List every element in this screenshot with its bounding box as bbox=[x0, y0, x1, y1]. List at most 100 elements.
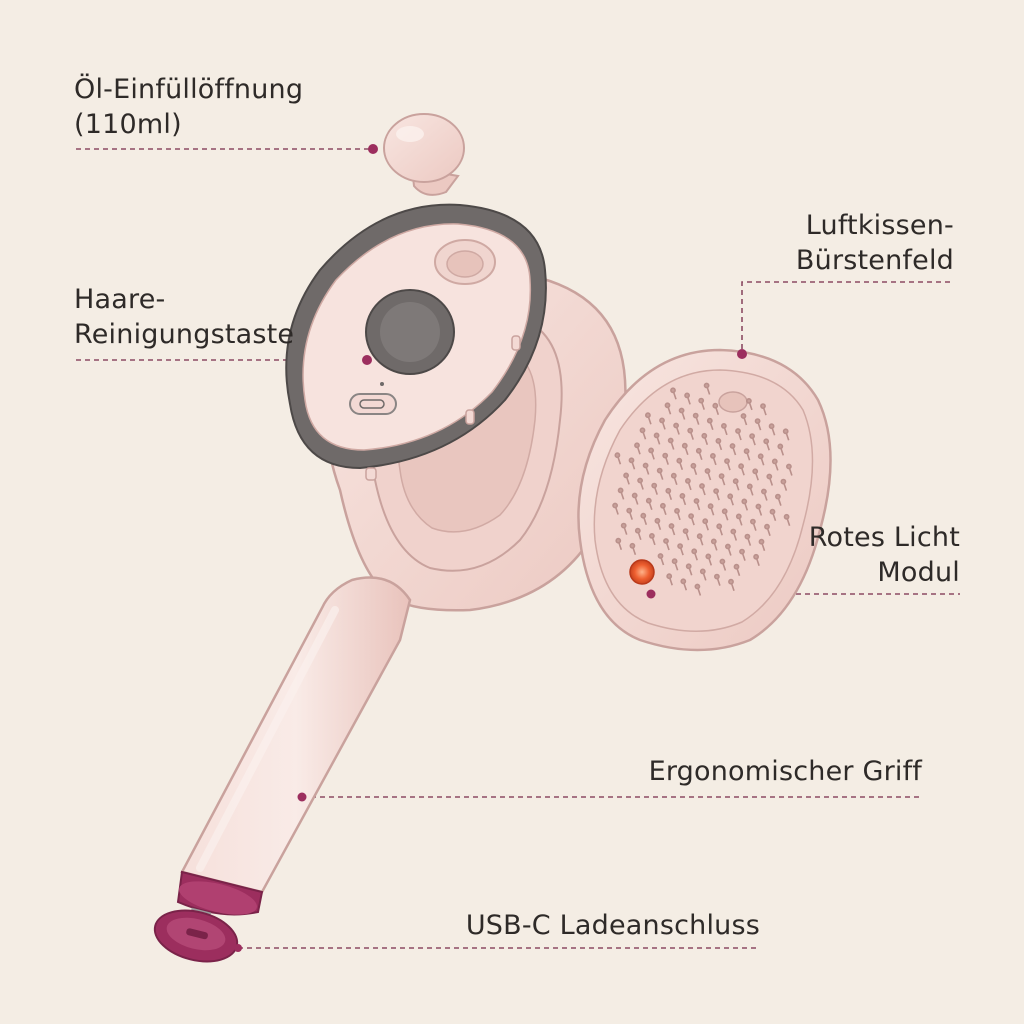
bristle-pad bbox=[577, 348, 832, 652]
bristle-tip bbox=[710, 452, 716, 459]
bristle-tip bbox=[653, 432, 660, 439]
bristle-tip bbox=[696, 533, 703, 540]
bristle-tip bbox=[754, 418, 761, 424]
bristle-tip bbox=[707, 503, 714, 510]
bristle-tip bbox=[671, 558, 678, 565]
bristle-tip bbox=[769, 508, 776, 515]
bristle-tip bbox=[760, 403, 766, 409]
bristle-tip bbox=[743, 448, 750, 455]
bristle-tip bbox=[662, 452, 669, 459]
bristle-tip bbox=[668, 523, 675, 529]
label-oil-inlet-line2: (110ml) bbox=[74, 109, 182, 140]
oil-cap bbox=[383, 113, 465, 196]
bristle-tip bbox=[645, 497, 652, 504]
bristle-tip bbox=[721, 422, 727, 429]
bristle-tip bbox=[730, 528, 737, 535]
bristle-tip bbox=[741, 498, 748, 505]
bristle-tip bbox=[750, 518, 756, 525]
label-hair-clean: Haare- Reinigungstaste bbox=[74, 282, 294, 352]
bristle-tip bbox=[761, 488, 767, 495]
bristle-tip bbox=[656, 467, 663, 474]
bristle-tip bbox=[674, 507, 680, 514]
bristle-tip bbox=[735, 428, 741, 434]
bristle-tip bbox=[688, 513, 694, 519]
bristle-tip bbox=[685, 477, 691, 484]
bristle-tip bbox=[676, 457, 683, 464]
bristle-tip bbox=[687, 427, 694, 434]
bristle-tip bbox=[673, 422, 679, 429]
bristle-tip bbox=[693, 498, 700, 504]
leader-cushion bbox=[741, 281, 950, 352]
bristle-tip bbox=[698, 397, 705, 404]
bristle-tip bbox=[663, 538, 669, 544]
usb-cap bbox=[153, 907, 242, 963]
bristle-tip bbox=[766, 473, 773, 480]
label-usb: USB-C Ladeanschluss bbox=[466, 908, 760, 943]
label-oil-inlet-line1: Öl-Einfüllöffnung bbox=[74, 74, 304, 105]
grip-marker bbox=[297, 792, 307, 802]
bristle-tip bbox=[701, 432, 708, 439]
label-red-light-line1: Rotes Licht bbox=[808, 522, 960, 553]
label-cushion-line2: Bürstenfeld bbox=[795, 245, 954, 276]
bristle-tip bbox=[631, 492, 638, 499]
bristle-tip bbox=[739, 548, 745, 555]
bristle-tip bbox=[667, 437, 674, 444]
bristle-tip bbox=[738, 463, 744, 470]
bristle-tip bbox=[679, 492, 686, 499]
bristle-tip bbox=[714, 573, 720, 580]
bristle-tip bbox=[746, 483, 753, 490]
bristle-tip bbox=[744, 533, 751, 540]
bristle-tip bbox=[764, 523, 770, 530]
bristle-tip bbox=[649, 533, 655, 539]
bristle-tip bbox=[719, 558, 726, 565]
bristle-tip bbox=[612, 502, 618, 509]
bristle-tip bbox=[775, 493, 781, 500]
bristle-tip bbox=[614, 452, 621, 459]
bristle-tip bbox=[780, 478, 787, 485]
bristle-tip bbox=[694, 583, 701, 590]
bristles bbox=[612, 382, 793, 596]
bristle-tip bbox=[758, 538, 765, 545]
bristle-tip bbox=[725, 543, 731, 550]
bristle-tip bbox=[659, 417, 665, 424]
bristle-tip bbox=[677, 543, 683, 549]
label-cushion-line1: Luftkissen- bbox=[805, 210, 954, 241]
red-light-module bbox=[629, 559, 655, 585]
bristle-tip bbox=[666, 573, 673, 580]
bristle-tip bbox=[712, 402, 719, 409]
bristle-tip bbox=[682, 528, 689, 534]
bristle-tip bbox=[715, 437, 722, 444]
bristle-tip bbox=[740, 413, 747, 419]
label-hair-clean-line1: Haare- bbox=[74, 284, 166, 315]
red-light-marker bbox=[646, 589, 656, 599]
bristle-tip bbox=[749, 433, 755, 439]
bristle-tip bbox=[670, 472, 677, 479]
bristle-tip bbox=[718, 473, 725, 479]
bristle-tip bbox=[626, 507, 633, 514]
bristle-tip bbox=[695, 447, 702, 454]
bristle-tip bbox=[651, 482, 658, 489]
bristle-tip bbox=[634, 527, 641, 534]
bristle-tip bbox=[681, 442, 688, 449]
bristle-tip bbox=[704, 468, 711, 474]
bristle-tip bbox=[706, 417, 713, 424]
bristle-tip bbox=[690, 462, 697, 469]
bristle-tip bbox=[685, 563, 692, 570]
bristle-tip bbox=[702, 518, 709, 525]
label-oil-inlet: Öl-Einfüllöffnung (110ml) bbox=[74, 72, 303, 142]
bristle-tip bbox=[724, 458, 730, 464]
bristle-tip bbox=[617, 487, 624, 494]
bristle-tip bbox=[634, 442, 640, 449]
label-usb-line1: USB-C Ladeanschluss bbox=[465, 910, 760, 941]
bristle-tip bbox=[782, 428, 789, 435]
handle-end-band bbox=[176, 870, 264, 916]
bristle-tip bbox=[783, 513, 790, 520]
bristle-tip bbox=[660, 502, 666, 509]
bristle-tip bbox=[699, 568, 706, 575]
bristle-tip bbox=[710, 538, 717, 545]
bristle-tip bbox=[664, 402, 671, 409]
bristle-tip bbox=[645, 412, 651, 419]
bristle-tip bbox=[642, 462, 649, 469]
